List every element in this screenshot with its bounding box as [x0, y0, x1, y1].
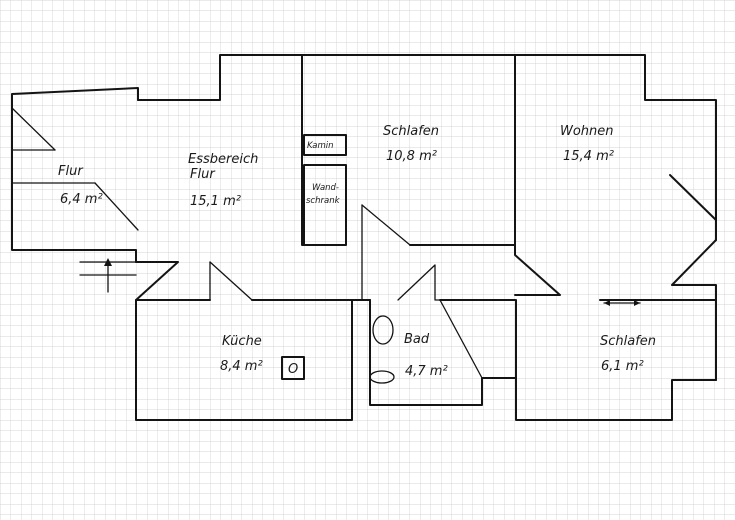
wohnen-walls	[514, 54, 717, 241]
room-label-flur: Flur	[58, 164, 84, 179]
flur-door-swing	[94, 182, 139, 231]
room-label-essbereich-2: Flur	[190, 167, 216, 182]
essbereich-lower-wall	[135, 261, 211, 301]
room-area-essbereich: 15,1 m²	[190, 194, 241, 209]
essbereich-door	[209, 261, 253, 301]
entrance-arrow-head	[104, 258, 112, 266]
bad-door	[397, 264, 483, 379]
wohnen-bottom	[514, 244, 561, 296]
sink-icon	[369, 370, 395, 384]
wandschrank-box	[303, 164, 347, 246]
room-area-flur: 6,4 m²	[60, 192, 103, 207]
walls	[11, 54, 717, 421]
wohnen-window-2	[671, 239, 717, 381]
kamin-box	[303, 134, 347, 156]
room-label-schlafen-main: Schlafen	[383, 124, 439, 139]
kueche-walls	[135, 299, 353, 421]
flur-walls	[11, 87, 139, 263]
room-label-wohnen: Wohnen	[560, 124, 614, 139]
stove-symbol-label: O	[288, 362, 298, 377]
toilet-icon	[372, 315, 394, 345]
room-label-bad: Bad	[404, 332, 430, 347]
room-label-schlafen-small: Schlafen	[600, 334, 656, 349]
room-label-kueche: Küche	[222, 334, 262, 349]
wandschrank-label: Wand-	[312, 183, 339, 193]
room-area-schlafen-main: 10,8 m²	[386, 149, 437, 164]
room-area-bad: 4,7 m²	[405, 364, 448, 379]
room-area-kueche: 8,4 m²	[220, 359, 263, 374]
room-label-essbereich: Essbereich	[188, 152, 258, 167]
schlafen-small-arrow-head	[604, 300, 610, 306]
room-area-schlafen-small: 6,1 m²	[601, 359, 644, 374]
wohnen-window	[669, 174, 717, 221]
schlafen-door	[361, 204, 411, 246]
schlafen-small-walls	[515, 299, 717, 421]
labels: Flur 6,4 m² Essbereich Flur 15,1 m² Schl…	[58, 124, 656, 379]
kamin-label: Kamin	[307, 141, 334, 151]
wandschrank-label-2: schrank	[306, 196, 341, 206]
room-area-wohnen: 15,4 m²	[563, 149, 614, 164]
schlafen-walls	[301, 54, 516, 246]
stove-symbol	[281, 356, 305, 380]
flur-stair-line	[11, 107, 56, 151]
schlafen-small-arrow-head-2	[634, 300, 640, 306]
